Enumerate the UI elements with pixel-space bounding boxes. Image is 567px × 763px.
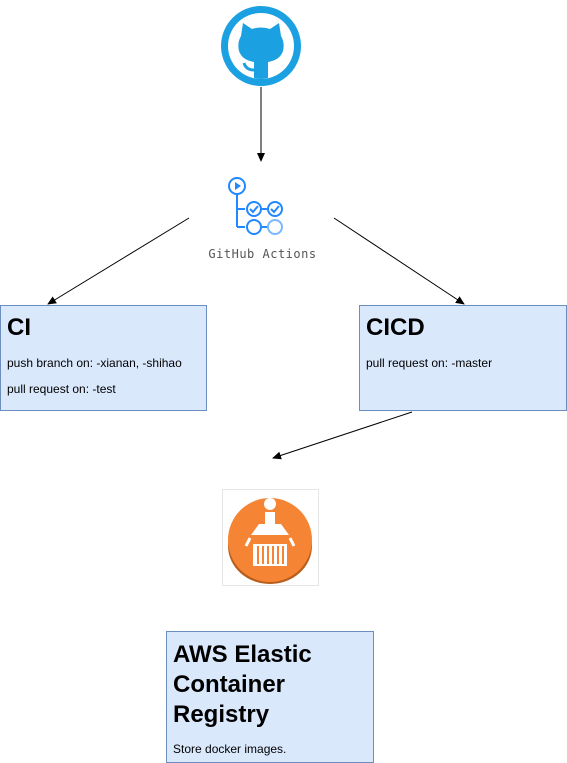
ecr-title: AWS Elastic Container Registry — [173, 640, 367, 730]
ecr-icon-frame — [222, 489, 319, 586]
cicd-box: CICD pull request on: -master — [359, 305, 567, 411]
cicd-trigger-pr: pull request on: -master — [366, 356, 493, 370]
ci-title: CI — [7, 314, 31, 341]
ci-box: CI push branch on: -xianan, -shihao pull… — [0, 305, 207, 411]
ecr-title-line-3: Registry — [173, 701, 270, 728]
ecr-box: AWS Elastic Container Registry Store doc… — [166, 631, 374, 763]
ci-trigger-pr: pull request on: -test — [7, 382, 116, 396]
github-actions-label: GitHub Actions — [208, 247, 317, 261]
github-actions-icon — [228, 177, 283, 235]
ecr-title-line-1: AWS Elastic — [173, 641, 312, 668]
arrow-cicd-to-ecr — [272, 411, 413, 460]
arrow-actions-to-cicd — [333, 217, 465, 305]
arrow-actions-to-ci — [47, 217, 190, 305]
ci-trigger-push: push branch on: -xianan, -shihao — [7, 356, 182, 370]
ecr-title-line-2: Container — [173, 671, 286, 698]
ecr-description: Store docker images. — [173, 742, 287, 756]
cicd-title: CICD — [366, 314, 425, 341]
github-octocat-icon — [221, 6, 301, 86]
